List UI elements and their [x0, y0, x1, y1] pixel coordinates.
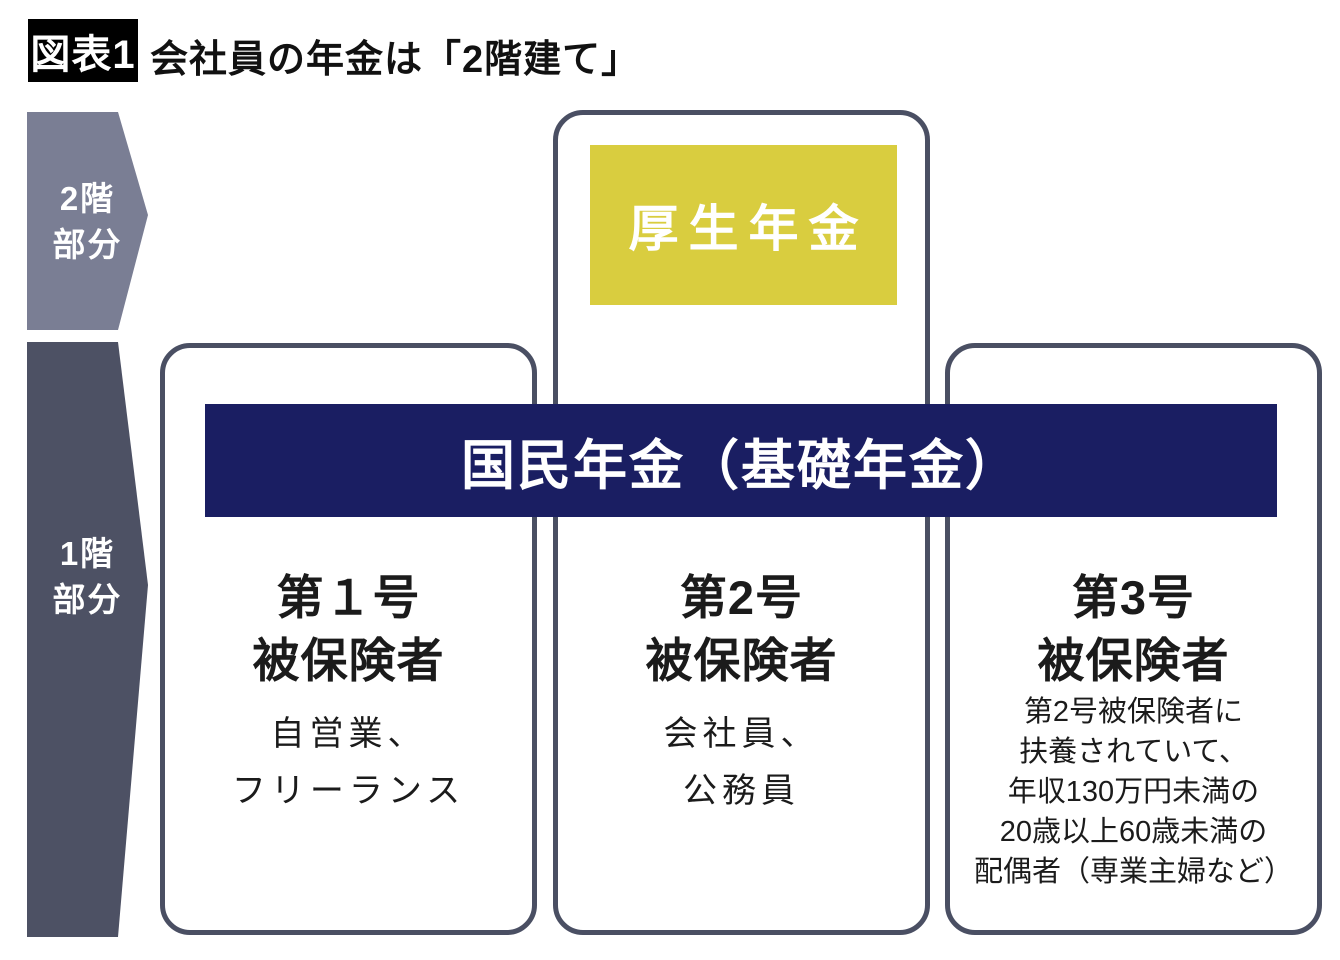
card2-desc-line: 会社員、: [663, 715, 820, 753]
floor1-arrow-icon: [27, 342, 148, 937]
card3-desc-line: 配偶者（専業主婦など）: [973, 856, 1293, 888]
card3-heading-line: 被保険者: [1037, 634, 1230, 687]
floor2-label-line: 2階: [59, 180, 116, 217]
card1-description: 自営業、 フリーランス: [160, 706, 537, 820]
card1-desc-line: 自営業、: [270, 715, 427, 753]
floor2-label: 2階 部分: [27, 176, 148, 268]
kokumin-nenkin-band: 国民年金（基礎年金）: [205, 404, 1277, 517]
floor2-label-line: 部分: [52, 226, 123, 263]
card3-desc-line: 年収130万円未満の: [1007, 776, 1260, 808]
card3-desc-line: 第2号被保険者に: [1023, 696, 1244, 728]
floor1-label-line: 1階: [59, 535, 116, 572]
card3-desc-line: 扶養されていて、: [1019, 736, 1248, 768]
card2-description: 会社員、 公務員: [553, 706, 930, 820]
page-title: 会社員の年金は「2階建て」: [150, 38, 641, 81]
floor1-label: 1階 部分: [27, 531, 148, 623]
kosei-nenkin-box: 厚生年金: [590, 145, 897, 305]
card2-heading-line: 第2号: [679, 571, 804, 624]
card1-desc-line: フリーランス: [231, 772, 466, 810]
card1-heading-line: 被保険者: [252, 634, 445, 687]
card1-heading: 第１号 被保険者: [160, 566, 537, 692]
card2-desc-line: 公務員: [683, 772, 800, 810]
floor1-label-line: 部分: [52, 581, 123, 618]
card3-heading: 第3号 被保険者: [945, 566, 1322, 692]
floor2-arrow-icon: [27, 112, 148, 330]
card2-heading: 第2号 被保険者: [553, 566, 930, 692]
card3-description: 第2号被保険者に 扶養されていて、 年収130万円未満の 20歳以上60歳未満の…: [945, 692, 1322, 892]
card3-heading-line: 第3号: [1071, 571, 1196, 624]
card3-desc-line: 20歳以上60歳未満の: [999, 816, 1268, 848]
figure-badge: 図表1: [28, 19, 138, 82]
card1-heading-line: 第１号: [276, 571, 421, 624]
card2-heading-line: 被保険者: [645, 634, 838, 687]
